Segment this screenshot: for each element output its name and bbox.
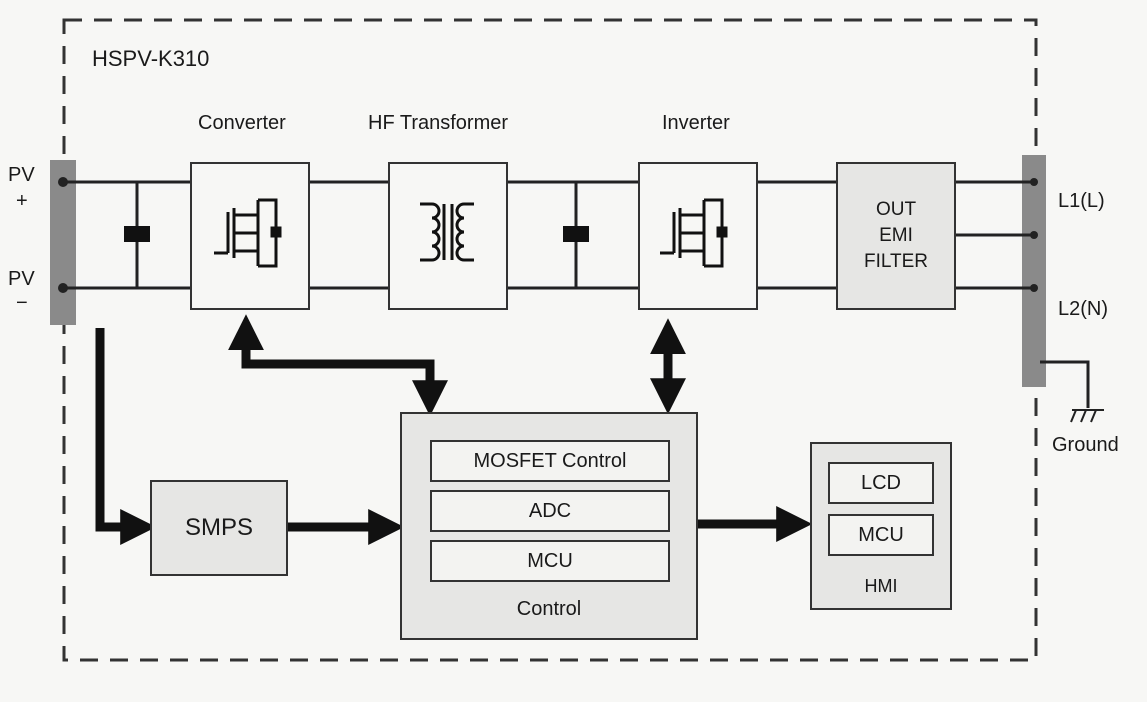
arrow-control-converter [228, 314, 448, 417]
control-item-mcu: MCU [430, 540, 670, 582]
control-item-adc: ADC [430, 490, 670, 532]
pv-plus-sign: + [16, 190, 28, 212]
control-item-mosfet: MOSFET Control [430, 440, 670, 482]
hmi-block: LCD MCU HMI [810, 442, 952, 610]
input-capacitor [124, 226, 150, 242]
pv-minus-label: PV [8, 268, 35, 290]
dc-link-capacitor [563, 226, 589, 242]
inverter-label: Inverter [662, 112, 730, 134]
pv-minus-sign: − [16, 292, 28, 314]
pv-plus-label: PV [8, 164, 35, 186]
hmi-item-lcd: LCD [828, 462, 934, 504]
ground-symbol [1070, 409, 1104, 423]
converter-block [190, 162, 310, 310]
control-block: MOSFET Control ADC MCU Control [400, 412, 698, 640]
hmi-item-mcu: MCU [828, 514, 934, 556]
l2-label: L2(N) [1058, 298, 1109, 320]
arrow-pv-to-smps [95, 328, 157, 545]
control-title: Control [516, 598, 582, 620]
hmi-title: HMI [864, 576, 898, 596]
smps-block: SMPS [150, 480, 288, 576]
model-title: HSPV-K310 [92, 46, 210, 71]
converter-label: Converter [198, 112, 286, 134]
transformer-label: HF Transformer [368, 112, 509, 134]
pv-terminal-strip [50, 160, 76, 325]
filter-line-1: OUT [875, 199, 917, 220]
filter-line-2: EMI [879, 225, 913, 246]
output-terminal-strip [1022, 155, 1046, 387]
l1-label: L1(L) [1058, 190, 1105, 212]
transformer-symbol [420, 202, 474, 262]
inverter-block [638, 162, 758, 310]
mosfet-symbol-inverter [660, 198, 728, 268]
mosfet-symbol-converter [214, 198, 282, 268]
filter-line-3: FILTER [863, 251, 929, 272]
emi-filter-block: OUT EMI FILTER [836, 162, 956, 310]
ground-label: Ground [1052, 434, 1119, 456]
transformer-block [388, 162, 508, 310]
